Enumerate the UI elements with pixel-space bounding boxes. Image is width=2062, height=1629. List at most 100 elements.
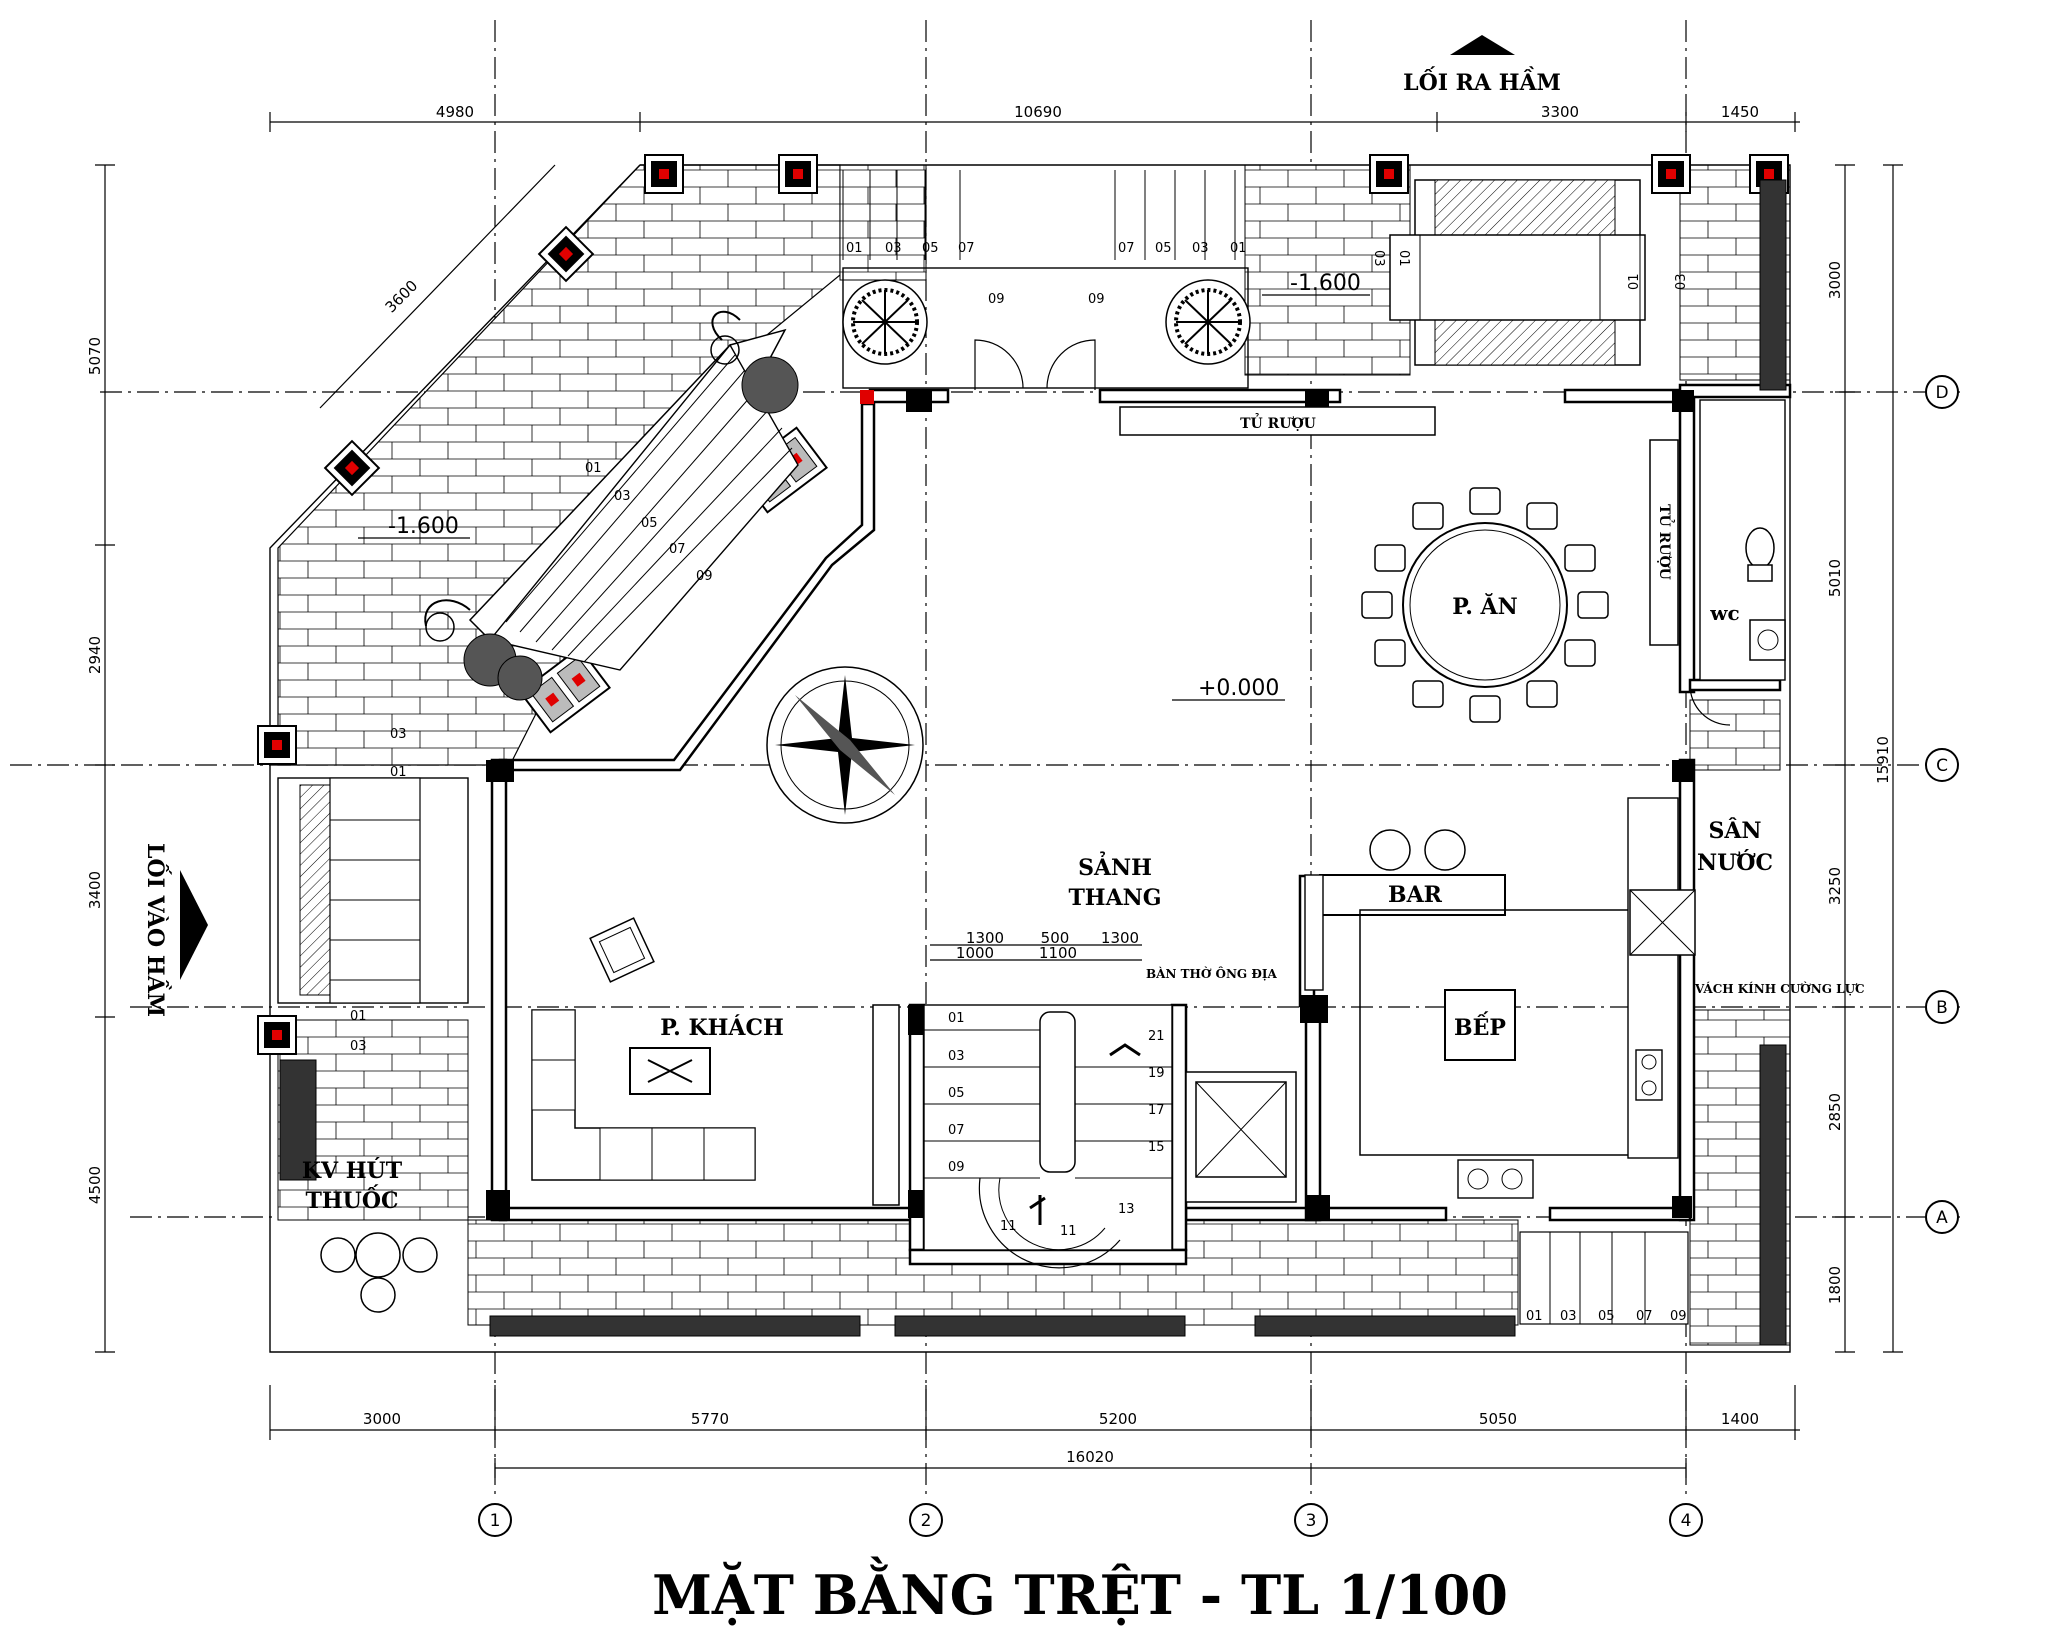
svg-text:3300: 3300 xyxy=(1541,103,1579,121)
svg-text:2940: 2940 xyxy=(86,636,104,674)
svg-text:D: D xyxy=(1935,383,1948,403)
living-room-label: P. KHÁCH xyxy=(660,1014,784,1041)
svg-text:01: 01 xyxy=(585,461,602,476)
tree-icon xyxy=(1165,279,1251,365)
svg-text:1300: 1300 xyxy=(966,929,1004,947)
basement-ramp-entry: 03 01 01 03 xyxy=(277,727,469,1054)
svg-text:07: 07 xyxy=(958,241,975,256)
svg-text:1450: 1450 xyxy=(1721,103,1759,121)
exit-basement-label: LỐI RA HẦM xyxy=(1403,66,1561,96)
wine-cabinet-label-top: TỦ RƯỢU xyxy=(1240,412,1316,432)
water-yard-label-2: NƯỚC xyxy=(1697,849,1773,876)
svg-text:01: 01 xyxy=(846,241,863,256)
dining-table xyxy=(1361,487,1609,723)
svg-text:3: 3 xyxy=(1306,1511,1317,1531)
svg-text:21: 21 xyxy=(1148,1029,1165,1044)
svg-text:2: 2 xyxy=(921,1511,932,1531)
svg-text:09: 09 xyxy=(696,569,713,584)
wc-label: wc xyxy=(1709,601,1739,625)
tree-icons xyxy=(842,279,1251,365)
smoking-area-label-1: KV HÚT xyxy=(302,1157,403,1184)
svg-text:01: 01 xyxy=(1230,241,1247,256)
axis-bubble-D: D xyxy=(1925,375,1959,409)
svg-text:500: 500 xyxy=(1041,929,1070,947)
svg-text:5050: 5050 xyxy=(1479,1410,1517,1428)
svg-text:4980: 4980 xyxy=(436,103,474,121)
smoking-area-label-2: THUỐC xyxy=(305,1184,398,1214)
svg-text:01: 01 xyxy=(1526,1309,1543,1324)
dimension-left: 5070 2940 3400 4500 xyxy=(86,164,115,1353)
dimension-bottom: 3000 5770 5200 5050 1400 16020 xyxy=(269,1385,1800,1478)
svg-text:16020: 16020 xyxy=(1066,1448,1114,1466)
smoking-area-furniture xyxy=(320,1232,438,1313)
svg-text:3250: 3250 xyxy=(1826,867,1844,905)
svg-text:07: 07 xyxy=(669,542,686,557)
svg-text:5010: 5010 xyxy=(1826,559,1844,597)
garden-posts xyxy=(257,154,1789,1055)
svg-text:03: 03 xyxy=(614,489,631,504)
svg-text:09: 09 xyxy=(988,292,1005,307)
svg-text:03: 03 xyxy=(350,1039,367,1054)
dining-room-label: P. ĂN xyxy=(1452,593,1517,620)
axis-bubble-2: 2 xyxy=(909,1503,943,1537)
svg-text:3000: 3000 xyxy=(1826,261,1844,299)
tempered-glass-label: VÁCH KÍNH CƯỜNG LỰC xyxy=(1694,980,1865,996)
svg-text:09: 09 xyxy=(1088,292,1105,307)
svg-text:10690: 10690 xyxy=(1014,103,1062,121)
svg-text:4: 4 xyxy=(1681,1511,1692,1531)
entry-arrow-icon xyxy=(180,870,208,980)
living-room-furniture xyxy=(531,917,900,1206)
svg-text:11: 11 xyxy=(1060,1224,1077,1239)
svg-text:09: 09 xyxy=(948,1160,965,1175)
axis-bubble-3: 3 xyxy=(1294,1503,1328,1537)
svg-text:15910: 15910 xyxy=(1874,736,1892,784)
exit-arrow-icon xyxy=(1450,35,1515,55)
site-outline xyxy=(269,164,1791,1353)
level-markers: +0.000 -1.600 -1.600 xyxy=(358,271,1370,701)
level-top: -1.600 xyxy=(1290,271,1361,296)
basement-ramp-exit: 03 01 01 03 xyxy=(1371,179,1689,366)
axis-bubble-1: 1 xyxy=(478,1503,512,1537)
svg-text:3600: 3600 xyxy=(382,277,422,317)
svg-text:07: 07 xyxy=(948,1123,965,1138)
svg-text:13: 13 xyxy=(1118,1202,1135,1217)
grid-axis-bubbles: 1 2 3 4 D C B A xyxy=(478,375,1959,1537)
svg-text:17: 17 xyxy=(1148,1103,1165,1118)
wine-cabinet-label-side: TỦ RƯỢU xyxy=(1656,504,1676,580)
columns xyxy=(486,390,1694,1220)
bottom-right-steps: 01 03 05 07 09 xyxy=(1519,1231,1689,1325)
svg-text:05: 05 xyxy=(1155,241,1172,256)
svg-text:11: 11 xyxy=(1000,1219,1017,1234)
axis-bubble-B: B xyxy=(1925,990,1959,1024)
room-labels: LỐI RA HẦM LỐI VÀO HẦM P. ĂN P. KHÁCH SẢ… xyxy=(142,35,1865,1214)
svg-text:05: 05 xyxy=(922,241,939,256)
axis-bubble-4: 4 xyxy=(1669,1503,1703,1537)
svg-text:01: 01 xyxy=(1396,250,1411,267)
svg-text:3000: 3000 xyxy=(363,1410,401,1428)
svg-text:1300: 1300 xyxy=(1101,929,1139,947)
svg-text:2850: 2850 xyxy=(1826,1093,1844,1131)
stair-hall-label-2: THANG xyxy=(1068,885,1161,911)
altar-label: BÀN THỜ ÔNG ĐỊA xyxy=(1146,965,1277,981)
svg-text:05: 05 xyxy=(948,1086,965,1101)
level-left: -1.600 xyxy=(388,514,459,539)
svg-text:03: 03 xyxy=(948,1049,965,1064)
compass-rose-icon xyxy=(766,666,924,824)
kitchen-label: BẾP xyxy=(1454,1011,1506,1041)
svg-text:01: 01 xyxy=(350,1009,367,1024)
kitchen-counters xyxy=(1304,797,1696,1199)
stair-dimensions: 1300 500 1300 1000 1100 xyxy=(930,929,1142,962)
paving-areas xyxy=(277,164,1791,1346)
svg-text:05: 05 xyxy=(641,516,658,531)
svg-text:03: 03 xyxy=(1674,273,1689,290)
svg-text:03: 03 xyxy=(1560,1309,1577,1324)
svg-text:1000: 1000 xyxy=(956,944,994,962)
drawing-title: MẶT BẰNG TRỆT - TL 1/100 xyxy=(652,1556,1508,1627)
svg-text:03: 03 xyxy=(390,727,407,742)
svg-text:09: 09 xyxy=(1670,1309,1687,1324)
stair-hall-label-1: SẢNH xyxy=(1078,851,1152,881)
svg-text:5070: 5070 xyxy=(86,337,104,375)
svg-text:05: 05 xyxy=(1598,1309,1615,1324)
tree-icon xyxy=(842,279,928,365)
svg-text:01: 01 xyxy=(390,765,407,780)
